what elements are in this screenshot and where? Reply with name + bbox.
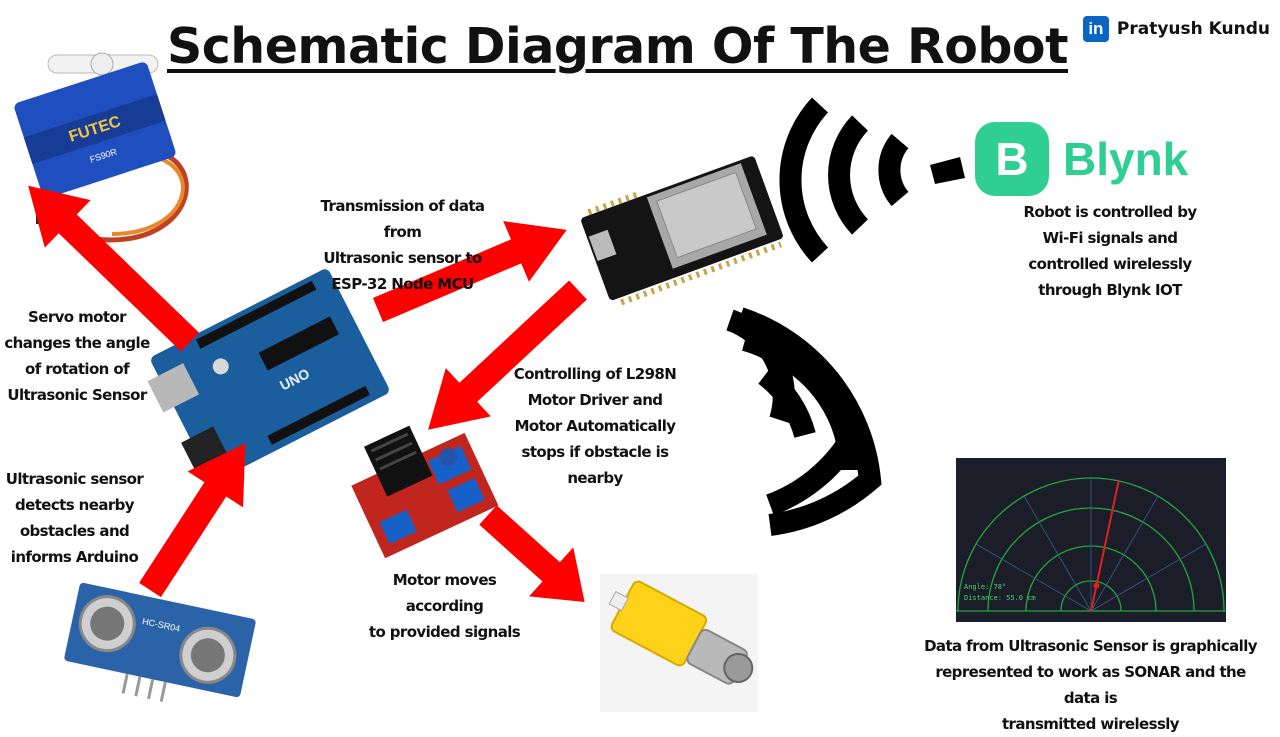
- arrow-esp32-to-driver: [428, 280, 587, 430]
- diagram-canvas: FUTEC FS90R UNO: [14, 52, 965, 712]
- arrow-driver-to-motor: [479, 505, 585, 602]
- sonar-readout: Angle: 78° Distance: 55.0 cm: [964, 582, 1036, 604]
- dc-gear-motor-image: [600, 574, 758, 712]
- blynk-logo-icon: B: [975, 122, 1049, 196]
- l298n-driver-board: [351, 425, 499, 559]
- sonar-radar-graphic: [956, 477, 1226, 612]
- transmission-description: Transmission of data from Ultrasonic sen…: [320, 197, 486, 293]
- sonar-sweep-line: [1090, 480, 1120, 612]
- esp32-board: [581, 156, 783, 306]
- author-name: Pratyush Kundu: [1116, 19, 1270, 39]
- sonar-angle-text: Angle: 78°: [964, 583, 1007, 591]
- sonar-display: Angle: 78° Distance: 55.0 cm: [956, 458, 1226, 622]
- sonar-distance-text: Distance: 55.0 cm: [964, 594, 1036, 602]
- arduino-uno-board: UNO: [147, 269, 389, 481]
- blynk-logo: B Blynk: [975, 122, 1188, 196]
- l298n-description: Controlling of L298N Motor Driver and Mo…: [513, 365, 677, 487]
- servo-description: Servo motor changes the angle of rotatio…: [4, 308, 150, 404]
- page-title: Schematic Diagram Of The Robot: [166, 18, 1069, 75]
- motor-description: Motor moves according to provided signal…: [368, 571, 521, 641]
- wifi-signal-upper-icon: [779, 97, 965, 263]
- linkedin-icon: in: [1082, 16, 1109, 42]
- arrow-arduino-to-servo: [28, 185, 200, 352]
- author-tag: in Pratyush Kundu: [1082, 16, 1270, 42]
- arrow-ultrasonic-to-arduino: [139, 443, 246, 598]
- flow-arrows: [28, 185, 587, 602]
- sonar-description: Data from Ultrasonic Sensor is graphical…: [924, 637, 1257, 733]
- arrow-arduino-to-esp32: [372, 221, 567, 322]
- sonar-target-dot: [1093, 582, 1100, 589]
- wifi-signal-lower-icon: [726, 307, 882, 536]
- blynk-description: Robot is controlled by Wi-Fi signals and…: [1023, 203, 1197, 299]
- ultrasonic-sensor-image: HC-SR04: [64, 582, 256, 702]
- blynk-wordmark: Blynk: [1063, 133, 1189, 185]
- ultrasonic-description: Ultrasonic sensor detects nearby obstacl…: [5, 470, 144, 566]
